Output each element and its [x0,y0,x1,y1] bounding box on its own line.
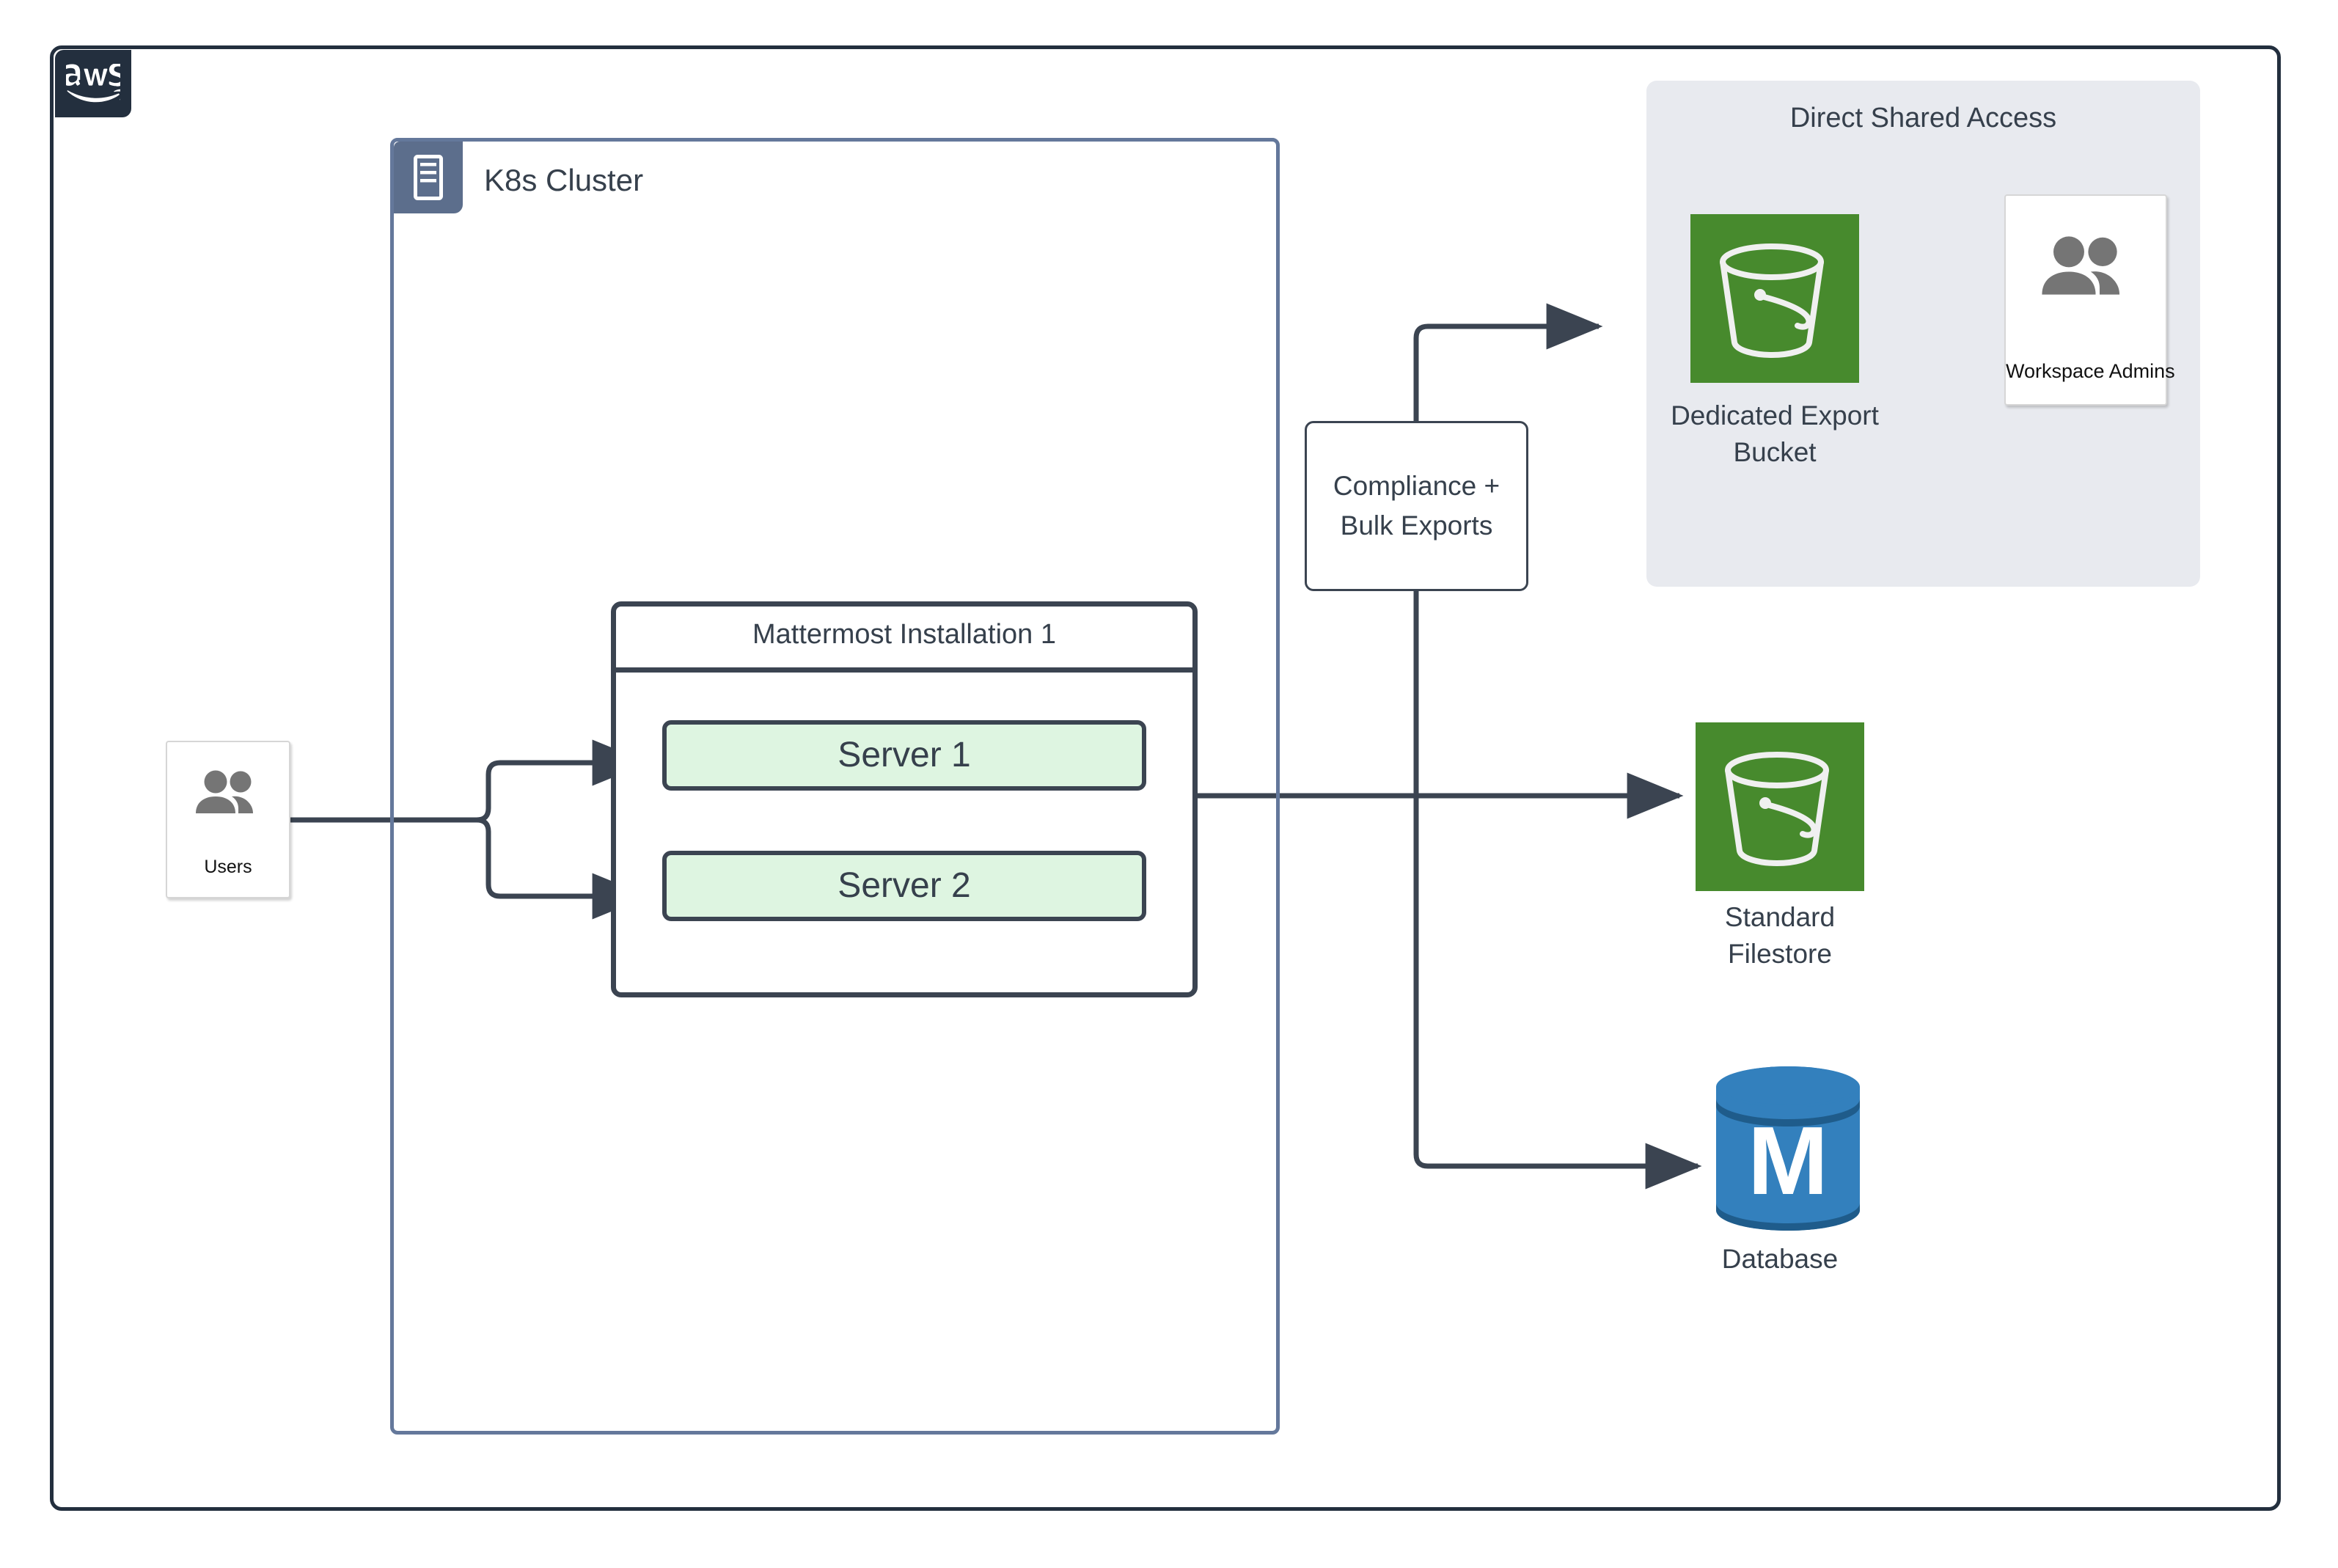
users-node[interactable]: Users [166,741,290,898]
dedicated-export-bucket-label-line1: Dedicated Export [1671,400,1879,431]
people-icon [2038,234,2133,296]
mattermost-installation-title-bar: Mattermost Installation 1 [611,601,1198,673]
k8s-cluster-boundary [390,138,1280,1435]
database-cylinder-icon[interactable]: M [1715,1065,1861,1232]
standard-filestore-label: Standard Filestore [1597,899,1963,972]
mattermost-installation-title: Mattermost Installation 1 [752,619,1056,650]
server-node-2[interactable]: Server 2 [662,851,1146,921]
workspace-admins-label: Workspace Admins [2006,360,2175,382]
workspace-admins-node[interactable]: Workspace Admins [2004,194,2175,406]
aws-logo-icon [55,50,131,117]
compliance-bulk-exports-node[interactable]: Compliance + Bulk Exports [1305,421,1528,591]
svg-text:M: M [1748,1107,1828,1215]
compliance-line-2: Bulk Exports [1340,510,1493,541]
server-2-label: Server 2 [838,866,971,905]
s3-bucket-icon-filestore[interactable] [1696,722,1864,891]
database-label: Database [1721,1244,1839,1274]
people-icon [193,769,263,814]
users-label: Users [204,857,252,877]
compliance-line-1: Compliance + [1333,471,1500,501]
server-node-1[interactable]: Server 1 [662,720,1146,791]
aws-cloud-boundary [50,45,2281,1511]
server-rack-icon [394,142,463,213]
dedicated-export-bucket-label: Dedicated Export Bucket [1591,398,1958,471]
standard-filestore-label-line2: Filestore [1728,939,1832,969]
k8s-cluster-title: K8s Cluster [484,163,644,197]
direct-shared-access-title: Direct Shared Access [1789,103,2057,133]
s3-bucket-icon-export[interactable] [1690,214,1859,383]
standard-filestore-label-line1: Standard [1724,902,1836,932]
dedicated-export-bucket-label-line2: Bucket [1733,437,1817,467]
server-1-label: Server 1 [838,736,971,774]
